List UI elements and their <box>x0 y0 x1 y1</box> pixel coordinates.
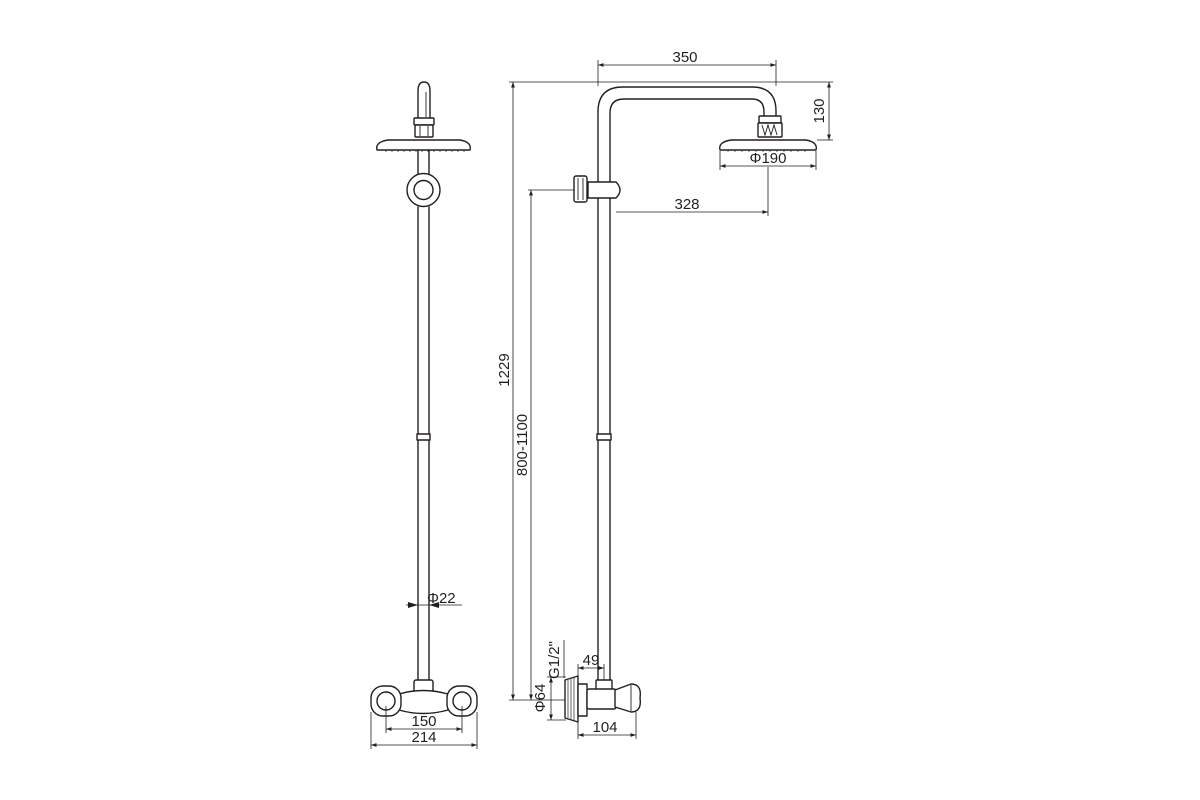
side-riser-arm-inner <box>609 98 765 682</box>
front-pipe-diameter-label: Φ22 <box>427 590 456 607</box>
side-mixer-depth-label: 104 <box>592 719 617 736</box>
front-mixer-width-label: 214 <box>411 729 436 746</box>
front-head-connector <box>413 117 435 126</box>
front-handle-spacing-label: 150 <box>411 713 436 730</box>
side-holder-to-head-label: 328 <box>674 196 699 213</box>
side-nut-knurl <box>761 123 778 137</box>
front-pipe-diameter-arrow <box>429 602 439 608</box>
side-inlet-connector <box>577 683 588 717</box>
side-head-nozzles <box>727 150 806 152</box>
side-flange-hatch <box>567 678 575 720</box>
side-riser-arm-outer <box>597 86 777 682</box>
side-head-diameter-label: Φ190 <box>750 150 787 167</box>
front-holder-inner-ring <box>413 179 434 201</box>
side-wall-flange <box>564 675 579 723</box>
front-head-nut <box>414 124 434 138</box>
side-holder-height-label: 800-1100 <box>514 414 531 476</box>
front-pipe-joint <box>416 433 431 441</box>
side-hand-shower-cradle <box>573 175 588 203</box>
side-arm-reach-label: 350 <box>672 49 697 66</box>
side-head-nut <box>757 122 783 138</box>
side-flange-diameter-label: Φ64 <box>532 684 549 713</box>
front-head-nozzles <box>385 150 465 152</box>
front-arm-end <box>417 81 431 119</box>
side-head-connector <box>758 115 782 124</box>
side-arm-drop-label: 130 <box>811 98 828 123</box>
front-view: Φ22 150 214 <box>370 81 478 749</box>
side-mixer-body <box>586 688 617 710</box>
side-mixer-handle <box>614 683 641 713</box>
side-view: Φ190 350 130 328 1229 800-1100 <box>496 49 833 739</box>
front-mixer-body <box>398 689 449 715</box>
front-pipe-diameter-arrow <box>408 602 418 608</box>
side-inlet-thread-label: G1/2" <box>546 641 563 679</box>
side-total-height-label: 1229 <box>496 353 513 386</box>
side-pipe-joint <box>596 433 612 441</box>
side-slider <box>587 181 621 199</box>
side-pipe-offset-label: 49 <box>583 652 600 669</box>
front-shower-head <box>376 139 471 151</box>
side-shower-head <box>719 139 817 151</box>
